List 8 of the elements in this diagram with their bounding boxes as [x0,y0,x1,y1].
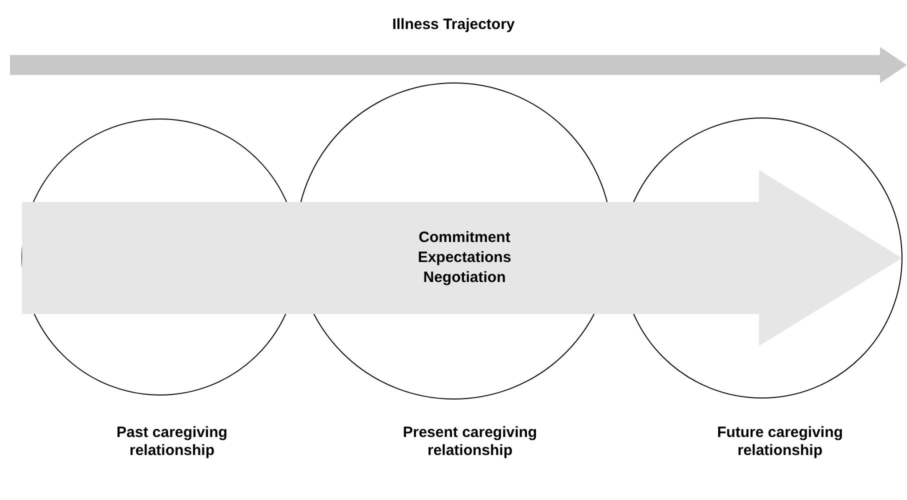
stage-caption: Present caregiving relationship [402,424,538,460]
axis-label: Illness Trajectory [391,16,516,33]
theme-text: Commitment [418,228,510,248]
block-arrow [22,170,902,346]
theme-text: Negotiation [423,268,506,288]
stage-caption: Future caregiving relationship [716,424,844,460]
theme-text: Expectations [418,248,512,268]
stage-caption: Past caregiving relationship [116,424,228,460]
